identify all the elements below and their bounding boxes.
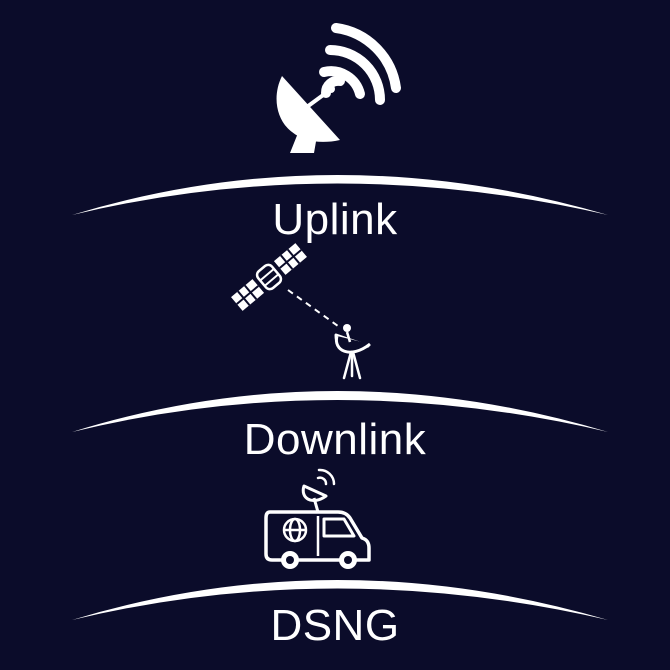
dsng-label: DSNG	[270, 601, 400, 650]
satellite-icon	[231, 243, 307, 311]
globe-icon	[282, 517, 308, 543]
uplink-label: Uplink	[272, 195, 398, 244]
horizon-arc-dsng	[72, 580, 608, 620]
broadcast-van-icon	[264, 468, 371, 569]
satellite-to-dish-icon	[231, 243, 371, 380]
van-wheels	[281, 551, 357, 569]
horizon-arc-downlink	[72, 391, 608, 432]
signal-beam	[287, 289, 339, 327]
satellite-dish-broadcast-icon	[276, 23, 401, 153]
ground-dish-icon	[334, 324, 371, 380]
horizon-arc-uplink	[72, 175, 608, 215]
van-dish-icon	[301, 468, 336, 513]
downlink-label: Downlink	[243, 415, 427, 464]
